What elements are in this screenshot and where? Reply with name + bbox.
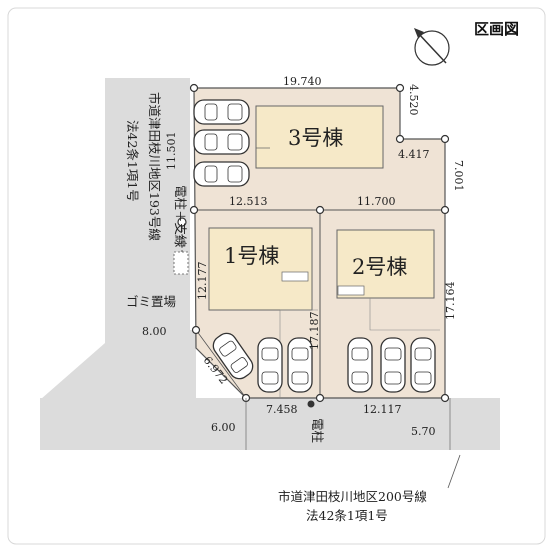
boundary-point — [191, 325, 201, 335]
boundary-point — [189, 83, 199, 93]
plan-title: 区画図 — [474, 20, 519, 38]
building-1 — [208, 227, 313, 311]
dim-right-upper: 7.001 — [452, 160, 465, 192]
unit1-label: 1号棟 — [224, 244, 279, 268]
garbage-label: ゴミ置場 — [126, 294, 176, 309]
cars-lot1 — [212, 332, 313, 393]
dim-road-right: 5.70 — [411, 425, 436, 438]
dim-corner-width: 8.00 — [142, 325, 167, 338]
dim-lot3-left: 11.501 — [165, 132, 178, 171]
dim-lot3-bottom-left: 12.513 — [229, 195, 268, 208]
dim-step-horiz: 4.417 — [398, 148, 430, 161]
porch-1 — [281, 271, 309, 282]
road-west-law: 法42条1項1号 — [125, 120, 140, 202]
building-3 — [255, 105, 384, 169]
pole-icon — [307, 400, 315, 408]
car — [410, 337, 436, 393]
road-south-law: 法42条1項1号 — [306, 508, 388, 523]
garbage-area — [173, 251, 189, 275]
boundary-point — [440, 393, 450, 403]
pole-support-text: 電柱＋支線 — [173, 185, 188, 248]
dim-lot1-left: 12.177 — [196, 262, 209, 301]
cars-lot3 — [193, 99, 250, 187]
dim-lot1-right: 17.187 — [308, 312, 321, 351]
unit3-label: 3号棟 — [288, 126, 343, 150]
porch-2 — [337, 285, 365, 296]
boundary-point — [395, 134, 405, 144]
dim-lot1-bottom: 7.458 — [266, 403, 298, 416]
porch-3 — [255, 140, 270, 149]
road-south-name: 市道津田枝川地区200号線 — [278, 489, 427, 504]
pole-support-label: 電柱＋支線 — [173, 185, 188, 248]
car — [287, 337, 313, 393]
dim-lot2-bottom: 12.117 — [363, 403, 402, 416]
car — [257, 337, 283, 393]
road-west — [105, 78, 190, 345]
road-corner — [40, 330, 196, 400]
pole-text: 電柱 — [310, 418, 325, 443]
dim-road-left: 6.00 — [211, 421, 236, 434]
compass-icon — [414, 28, 450, 66]
car — [193, 161, 250, 187]
pole-label: 電柱 — [310, 418, 325, 443]
corner-cut-line — [195, 329, 247, 399]
boundary-point — [440, 205, 450, 215]
path-2 — [369, 298, 440, 331]
boundary-points — [189, 83, 450, 403]
dim-lot2-right: 17.164 — [444, 282, 457, 321]
dim-right-step: 4.520 — [407, 84, 420, 116]
boundary-point — [440, 134, 450, 144]
road-south — [40, 398, 500, 450]
dim-lot3-bottom-right: 11.700 — [357, 195, 396, 208]
dim-top: 19.740 — [283, 75, 322, 88]
car — [347, 337, 373, 393]
cars-lot2 — [347, 337, 436, 393]
car — [193, 99, 250, 125]
car — [212, 332, 254, 380]
boundary-point — [395, 83, 405, 93]
car — [193, 129, 250, 155]
boundary-point — [315, 393, 325, 403]
road-leader-line — [447, 454, 461, 489]
car — [380, 337, 406, 393]
boundary-point — [315, 205, 325, 215]
garbage-text: ゴミ置場 — [126, 294, 176, 309]
road-west-name: 市道津田枝川地区193号線 — [147, 92, 162, 241]
boundary-point — [189, 205, 199, 215]
unit2-label: 2号棟 — [352, 255, 407, 279]
